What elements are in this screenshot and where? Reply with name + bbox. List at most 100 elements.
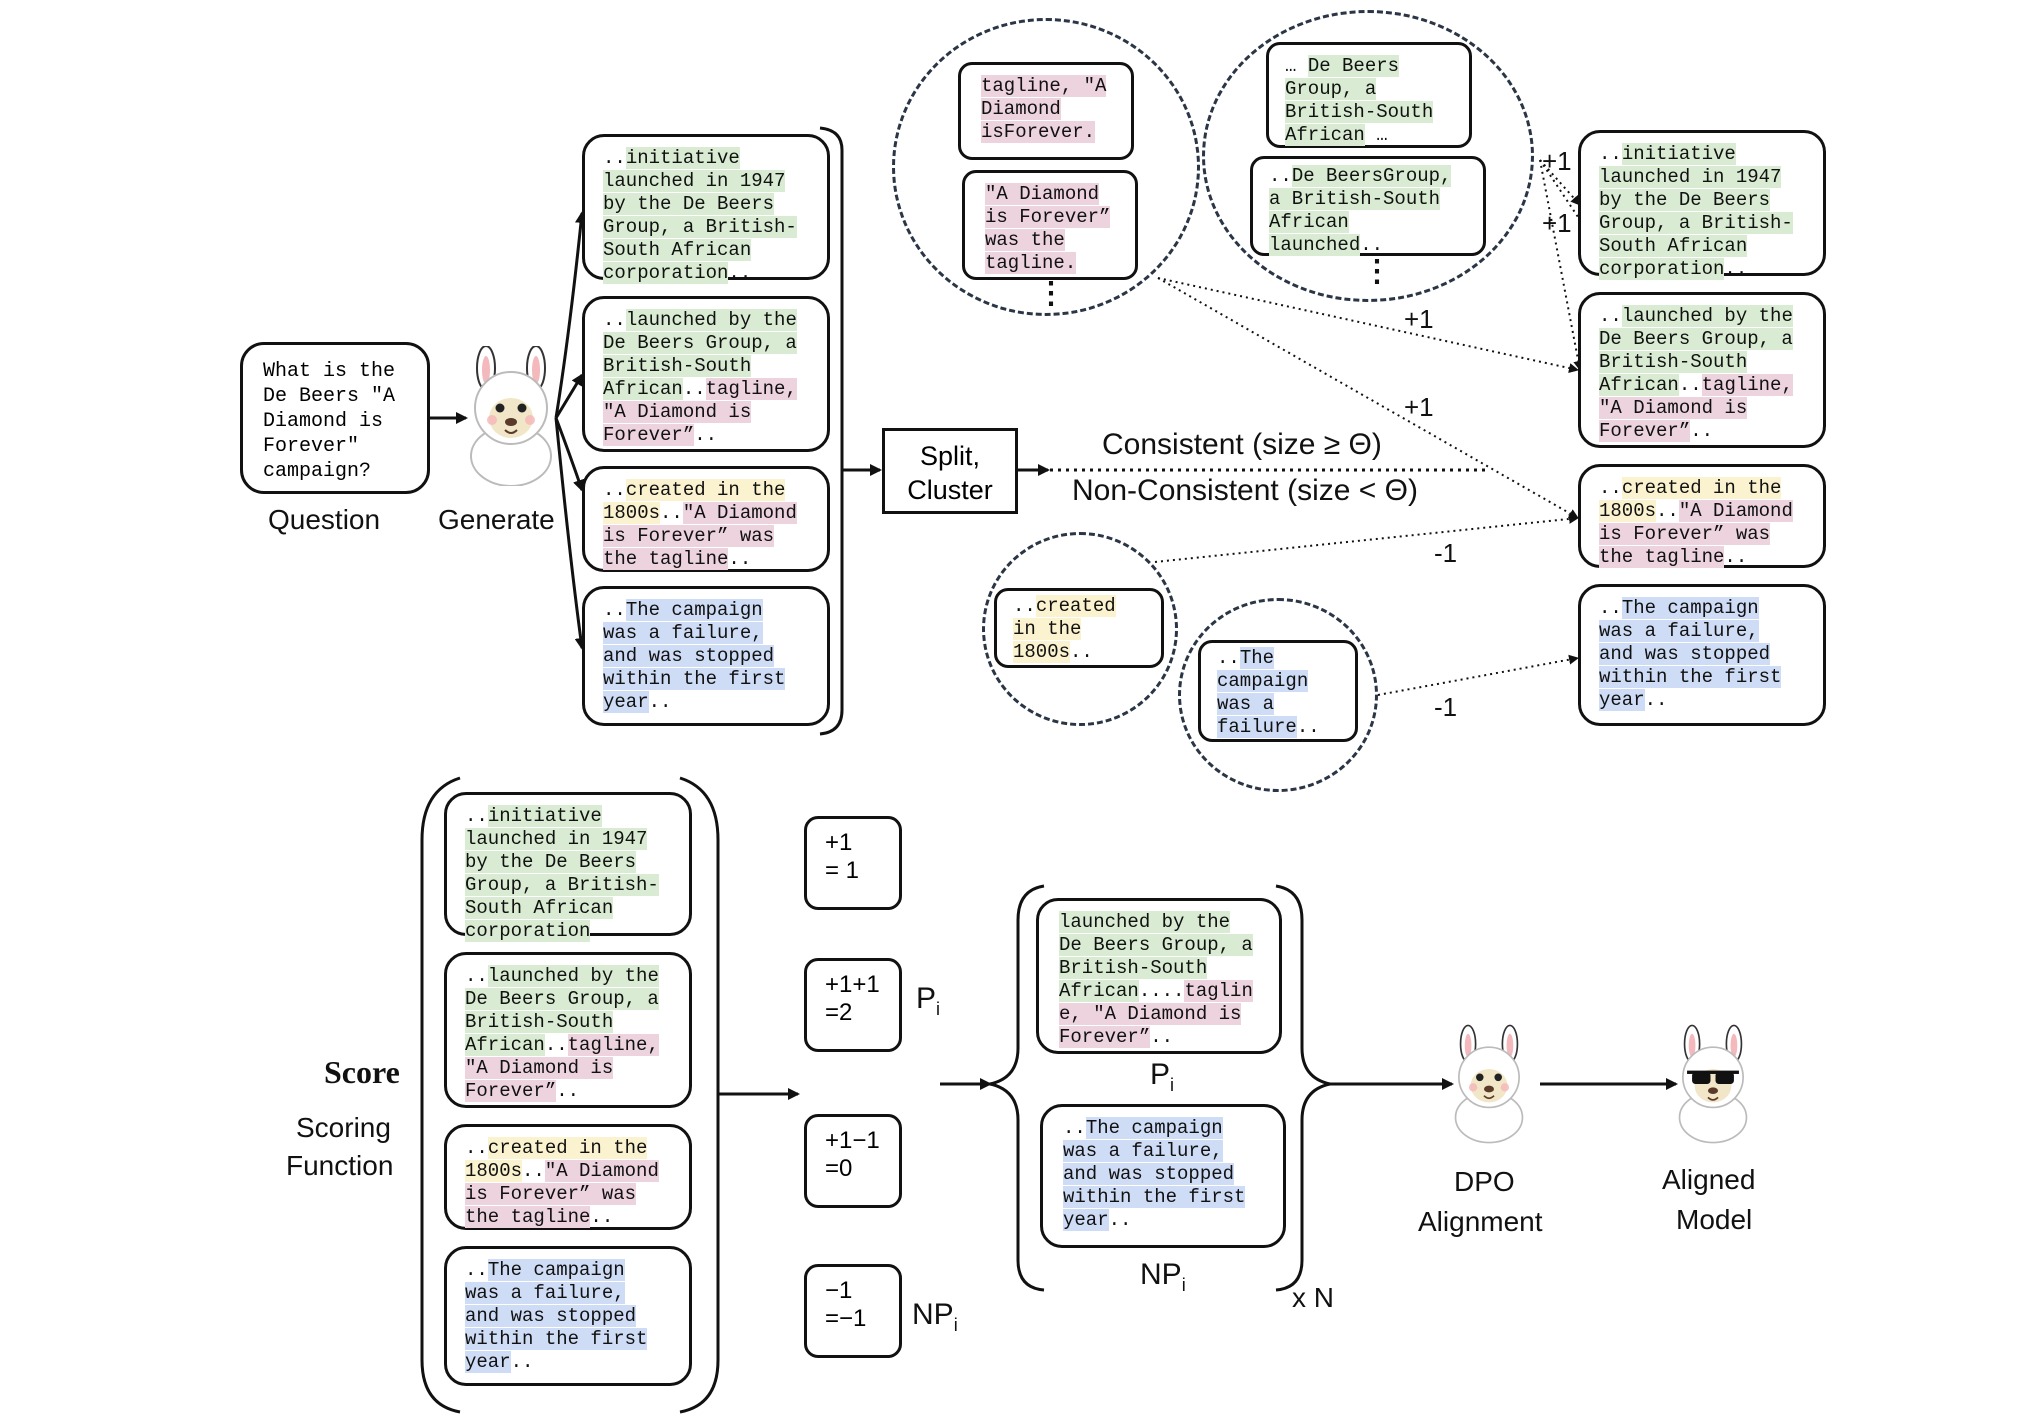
- text-segment: Forever”: [465, 1080, 557, 1102]
- text-segment: was the: [985, 229, 1065, 251]
- text-line: 1800s..: [1013, 641, 1151, 664]
- text-line: ..De BeersGroup,: [1269, 165, 1473, 188]
- text-segment: British-South: [1059, 957, 1208, 979]
- responses-right-bracket: [819, 126, 844, 736]
- text-segment: e, "A Diamond is: [1059, 1003, 1242, 1025]
- text-segment: ..: [1644, 689, 1668, 711]
- text-segment: created in the: [1621, 477, 1782, 499]
- text-segment: African: [1059, 980, 1139, 1002]
- text-segment: De BeersGroup,: [1291, 165, 1452, 187]
- text-line: De Beers Group, a: [1059, 934, 1269, 957]
- question-line: De Beers "A: [263, 385, 396, 408]
- text-line: ..initiative: [603, 147, 817, 170]
- text-line: British-South: [1059, 957, 1269, 980]
- text-segment: ..: [728, 262, 752, 284]
- text-segment: is Forever” was: [465, 1183, 637, 1205]
- edge-label-plus1-b: +1: [1542, 208, 1572, 238]
- cluster-circle-debeers: [1202, 10, 1534, 302]
- cluster-circle-1800s: [982, 532, 1178, 726]
- edge-label-minus1-b: -1: [1434, 692, 1458, 722]
- split-cluster-box: Split, Cluster: [882, 428, 1018, 514]
- text-segment: ..: [544, 1034, 568, 1056]
- text-segment: South African: [1599, 235, 1748, 257]
- text-line: De Beers Group, a: [603, 332, 817, 355]
- cluster-label: Cluster: [907, 475, 993, 505]
- text-segment: ..: [465, 1137, 488, 1159]
- text-line: 1800s.."A Diamond: [465, 1160, 679, 1183]
- text-segment: the tagline: [603, 548, 729, 570]
- text-line: Forever”..: [465, 1080, 679, 1103]
- text-segment: ..: [694, 424, 718, 446]
- text-segment: "A Diamond: [1678, 500, 1793, 522]
- text-segment: British-South: [603, 355, 752, 377]
- text-line: ..created in the: [603, 479, 817, 502]
- text-segment: created in the: [487, 1137, 648, 1159]
- text-segment: African: [1269, 211, 1349, 233]
- question-line: campaign?: [263, 460, 372, 483]
- text-segment: 1800s: [1599, 500, 1657, 522]
- text-line: corporation..: [465, 920, 679, 943]
- text-line: was a failure,: [1599, 620, 1813, 643]
- text-segment: and was stopped: [1063, 1163, 1235, 1185]
- text-segment: is Forever” was: [603, 525, 775, 547]
- scored-left-bracket: [420, 776, 461, 1414]
- text-line: was a failure,: [465, 1282, 679, 1305]
- text-segment: ..: [1690, 420, 1714, 442]
- text-segment: "A Diamond is: [465, 1057, 614, 1079]
- text-segment: 1800s: [603, 502, 661, 524]
- text-line: e, "A Diamond is: [1059, 1003, 1269, 1026]
- edge-label-plus1-a: +1: [1542, 146, 1572, 176]
- text-segment: 1800s: [1013, 641, 1071, 663]
- text-line: ..The campaign: [465, 1259, 679, 1282]
- text-line: African..tagline,: [603, 378, 817, 401]
- text-line: tagline.: [985, 252, 1125, 275]
- text-line: year..: [1599, 689, 1813, 712]
- text-line: Group, a: [1285, 78, 1459, 101]
- text-segment: is Forever” was: [1599, 523, 1771, 545]
- text-segment: Diamond: [981, 98, 1061, 120]
- text-line: British-South: [1285, 101, 1459, 124]
- text-segment: British-South: [1285, 101, 1434, 123]
- text-segment: De Beers: [1307, 55, 1400, 77]
- text-segment: year: [1599, 689, 1645, 711]
- dpo-label-line1: DPO: [1454, 1166, 1515, 1197]
- scoring-function-line2: Function: [286, 1150, 394, 1181]
- text-segment: ..: [510, 1351, 534, 1373]
- text-line: launched in 1947: [603, 170, 817, 193]
- text-segment: African: [465, 1034, 545, 1056]
- text-segment: tagline, "A: [981, 75, 1107, 97]
- np-i-label: NPi: [912, 1298, 958, 1335]
- text-segment: campaign: [1217, 670, 1309, 692]
- text-line: failure..: [1217, 716, 1345, 739]
- text-segment: ..: [648, 691, 672, 713]
- text-line: in the: [1013, 618, 1151, 641]
- text-segment: De Beers Group, a: [1599, 328, 1793, 350]
- text-segment: The campaign: [1085, 1117, 1223, 1139]
- text-segment: …: [1285, 55, 1308, 77]
- text-segment: African: [603, 378, 683, 400]
- score-value-2: +1+1=2: [804, 958, 902, 1052]
- text-line: De Beers Group, a: [465, 988, 679, 1011]
- text-segment: within the first: [1063, 1186, 1246, 1208]
- text-line: is Forever”: [985, 206, 1125, 229]
- times-n-label: x N: [1292, 1282, 1334, 1313]
- cluster-edges: [1154, 159, 1584, 696]
- text-line: "A Diamond is: [603, 401, 817, 424]
- text-line: and was stopped: [465, 1305, 679, 1328]
- text-segment: launched by the: [487, 965, 659, 987]
- text-segment: ..: [603, 147, 626, 169]
- text-line: launched in 1947: [465, 828, 679, 851]
- cluster-2-ellipsis: ⋮: [1362, 257, 1392, 291]
- text-line: year..: [465, 1351, 679, 1374]
- text-segment: ..: [1656, 500, 1679, 522]
